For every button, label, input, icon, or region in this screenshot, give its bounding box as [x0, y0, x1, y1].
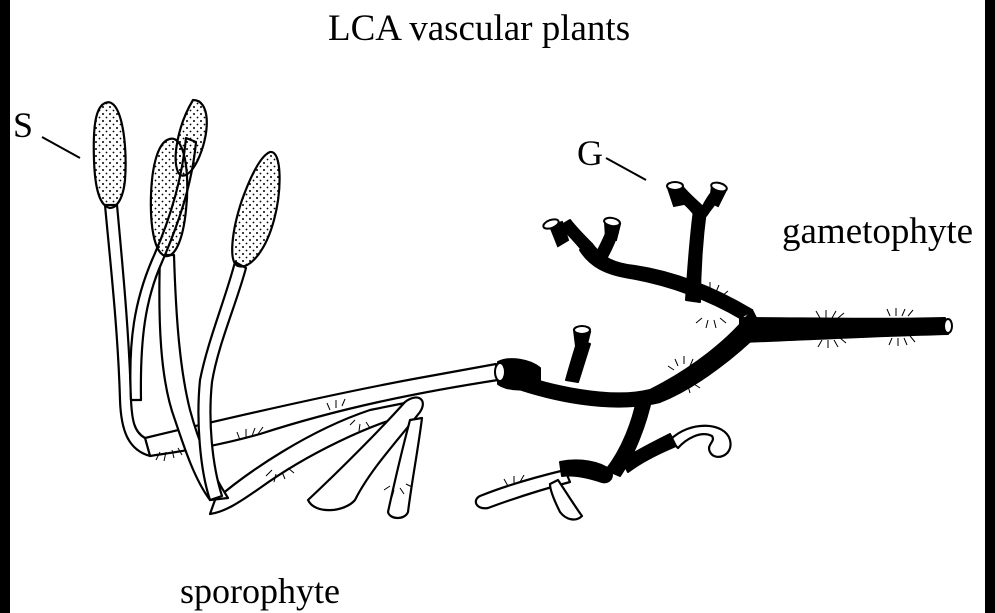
s-leader-line [42, 137, 80, 158]
diagram-panel: LCA vascular plants S G gametophyte spor… [10, 0, 985, 613]
diagram-title: LCA vascular plants [328, 10, 630, 47]
sporangium-label: S [13, 107, 33, 143]
label-leaders [42, 137, 646, 180]
g-leader-line [606, 158, 646, 180]
gametangium-label: G [577, 135, 603, 171]
sporophyte-label: sporophyte [180, 573, 340, 609]
plant-illustration [10, 0, 985, 613]
gametophyte-label: gametophyte [782, 213, 973, 250]
